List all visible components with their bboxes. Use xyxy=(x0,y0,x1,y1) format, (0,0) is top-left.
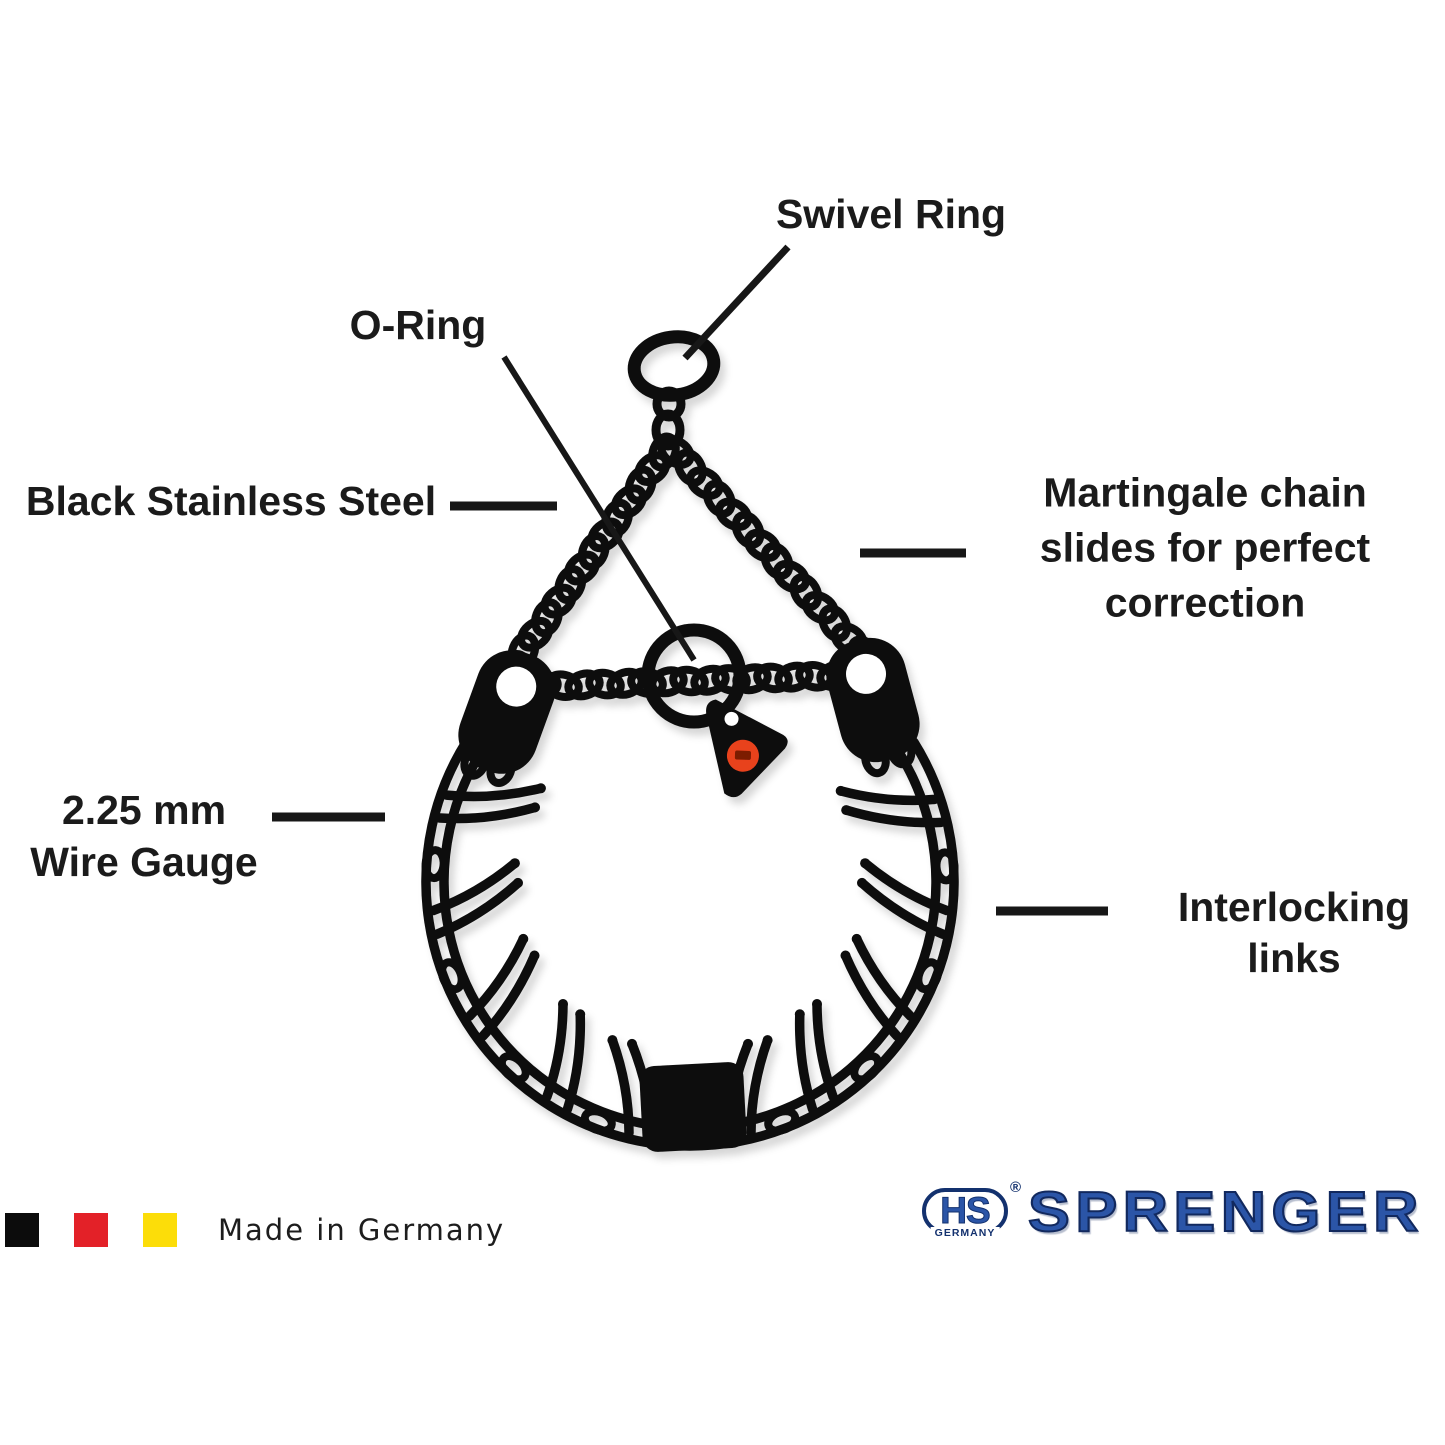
side-plates xyxy=(458,637,920,788)
swivel-ring-shape xyxy=(627,330,721,451)
hs-badge-text: HS xyxy=(940,1190,991,1231)
made-in-germany-text: Made in Germany xyxy=(218,1213,506,1247)
flag-red-square xyxy=(74,1213,108,1247)
wire-gauge-label: 2.25 mm Wire Gauge xyxy=(30,784,257,888)
interlocking-links-label-line1: Interlocking xyxy=(1177,884,1411,930)
o-ring-shape xyxy=(641,623,747,729)
leader-lines xyxy=(272,244,1108,916)
martingale-label: Martingale chain slides for perfect corr… xyxy=(1040,466,1370,631)
martingale-label-line3: correction xyxy=(1104,579,1306,626)
flag-yellow-square xyxy=(143,1213,177,1247)
sprenger-wordmark: SPRENGER xyxy=(1027,1180,1424,1244)
registered-trademark-icon: ® xyxy=(1010,1179,1022,1196)
hs-badge-country: GERMANY xyxy=(930,1227,1000,1239)
hs-badge: HS GERMANY xyxy=(922,1188,1008,1239)
interlocking-links-label: Interlocking links xyxy=(1178,882,1410,984)
sprenger-logo: HS GERMANY ® SPRENGER xyxy=(918,1179,1445,1253)
collar-band xyxy=(421,737,959,1151)
interlocking-links-label-line2: links xyxy=(1247,935,1341,981)
swivel-ring-leader-line xyxy=(682,244,791,361)
flag-black-square xyxy=(5,1213,39,1247)
martingale-label-line1: Martingale chain xyxy=(1043,469,1367,516)
black-stainless-steel-label: Black Stainless Steel xyxy=(25,478,437,524)
center-plate xyxy=(639,1062,747,1152)
o-ring-label: O-Ring xyxy=(349,302,487,348)
wire-gauge-label-line2: Wire Gauge xyxy=(30,839,258,885)
martingale-label-line2: slides for perfect xyxy=(1039,524,1371,571)
swivel-ring-label: Swivel Ring xyxy=(775,191,1007,237)
wire-gauge-label-line1: 2.25 mm xyxy=(61,787,227,833)
brand-tag xyxy=(706,699,788,798)
o-ring-leader-line xyxy=(501,355,697,662)
